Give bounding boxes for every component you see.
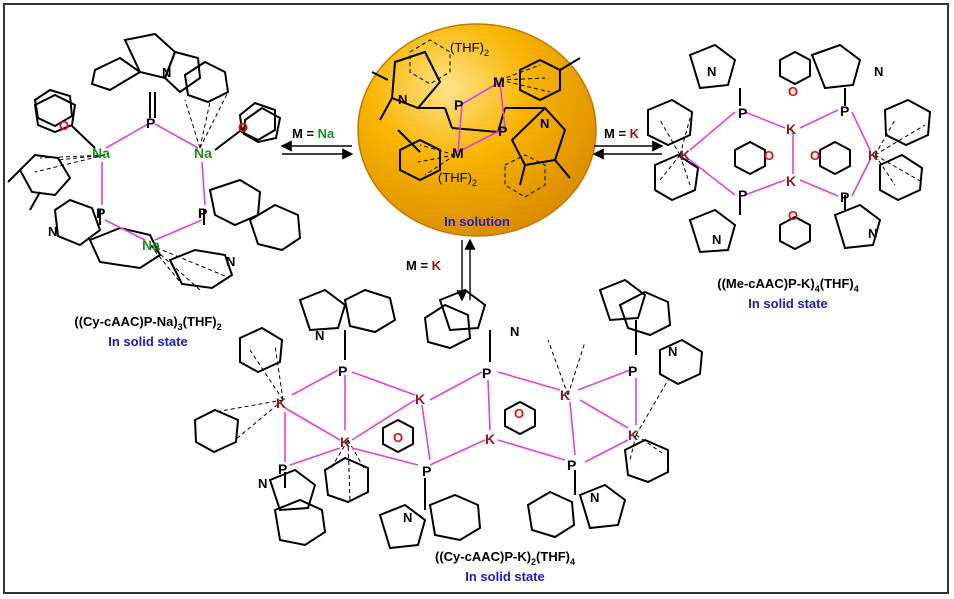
solution-m1: M	[493, 74, 505, 90]
arrow-left-label: M = Na	[292, 126, 335, 141]
bottom-structure: P P P P P P K K K K K K O O N N N N N N …	[193, 278, 704, 584]
bottom-n-1: N	[315, 328, 324, 343]
bottom-p-1: P	[338, 363, 347, 379]
left-oxygen-2: O	[238, 120, 248, 135]
left-state: In solid state	[108, 334, 187, 349]
right-o-4: O	[788, 208, 798, 223]
left-na-3: Na	[142, 237, 160, 253]
left-n-2: N	[48, 224, 57, 239]
arrow-left: M = Na	[280, 126, 354, 160]
bottom-o-2: O	[514, 406, 524, 421]
solution-n1: N	[398, 92, 407, 107]
right-n-2: N	[874, 64, 883, 79]
bottom-k-2: K	[340, 434, 350, 450]
right-n-3: N	[712, 232, 721, 247]
right-k-3: K	[786, 121, 796, 137]
bottom-p-2: P	[482, 365, 491, 381]
solution-m2: M	[452, 145, 464, 161]
right-n-4: N	[868, 226, 877, 241]
arrow-right: M = K	[592, 126, 664, 160]
left-p-left: P	[96, 205, 105, 221]
bottom-p-3: P	[628, 363, 637, 379]
arrow-down: M = K	[406, 238, 476, 302]
solution-thf-bottom: (THF)2	[438, 170, 477, 188]
bottom-k-3: K	[415, 391, 425, 407]
left-n-3: N	[226, 254, 235, 269]
solution-thf-top: (THF)2	[450, 40, 489, 58]
bottom-p-6: P	[567, 457, 576, 473]
right-k-1: K	[680, 147, 690, 163]
right-p-2: P	[840, 103, 849, 119]
left-na-2: Na	[194, 145, 212, 161]
right-k-4: K	[786, 173, 796, 189]
right-p-4: P	[840, 189, 849, 205]
solution-p1: P	[454, 97, 463, 113]
left-p-top: P	[146, 115, 155, 131]
left-p-right: P	[198, 205, 207, 221]
solution-p2: P	[498, 123, 507, 139]
bottom-n-5: N	[403, 510, 412, 525]
right-state: In solid state	[748, 296, 827, 311]
right-p-3: P	[738, 187, 747, 203]
left-n-1: N	[162, 65, 171, 80]
right-k-2: K	[868, 147, 878, 163]
bottom-k-4: K	[485, 431, 495, 447]
bottom-o-1: O	[393, 430, 403, 445]
left-formula: ((Cy-cAAC)P-Na)3(THF)2	[74, 314, 221, 332]
right-p-1: P	[738, 105, 747, 121]
left-structure: O O P P P Na Na Na N N N ((Cy-cAAC)P-Na)…	[7, 32, 302, 349]
right-o-2: O	[764, 148, 774, 163]
frame	[3, 3, 949, 594]
right-o-3: O	[810, 148, 820, 163]
arrow-right-label: M = K	[604, 126, 640, 141]
right-n-1: N	[707, 64, 716, 79]
solution-species: P P M M N N (THF)2 (THF)2 In solution	[357, 23, 597, 237]
right-structure: P P P P K K K K O O O O N N N N ((Me-cAA…	[647, 43, 932, 311]
bottom-n-3: N	[668, 344, 677, 359]
solution-n2: N	[540, 116, 549, 131]
left-oxygen-1: O	[59, 118, 69, 133]
right-o-1: O	[788, 84, 798, 99]
bottom-k-1: K	[276, 395, 286, 411]
bottom-p-5: P	[422, 463, 431, 479]
bottom-k-5: K	[560, 387, 570, 403]
bottom-state: In solid state	[465, 569, 544, 584]
arrow-down-label: M = K	[406, 258, 442, 273]
right-formula: ((Me-cAAC)P-K)4(THF)4	[717, 276, 858, 294]
bottom-p-4: P	[278, 461, 287, 477]
solution-label: In solution	[444, 214, 510, 229]
bottom-n-6: N	[590, 490, 599, 505]
bottom-n-2: N	[510, 324, 519, 339]
bottom-k-6: K	[628, 427, 638, 443]
bottom-formula: ((Cy-cAAC)P-K)2(THF)4	[435, 549, 575, 567]
left-na-1: Na	[92, 145, 110, 161]
bottom-n-4: N	[258, 476, 267, 491]
